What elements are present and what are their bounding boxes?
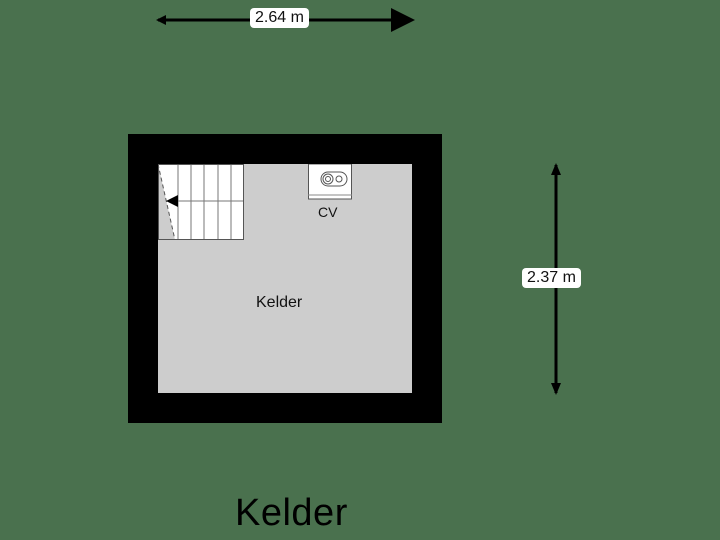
width-dimension-label: 2.64 m [250,8,309,28]
room-label: Kelder [256,294,303,311]
floor-title: Kelder [235,492,348,534]
cv-label: CV [318,204,338,220]
stairs-icon [158,164,244,240]
boiler-icon [308,164,352,200]
height-dimension-label: 2.37 m [522,268,581,288]
